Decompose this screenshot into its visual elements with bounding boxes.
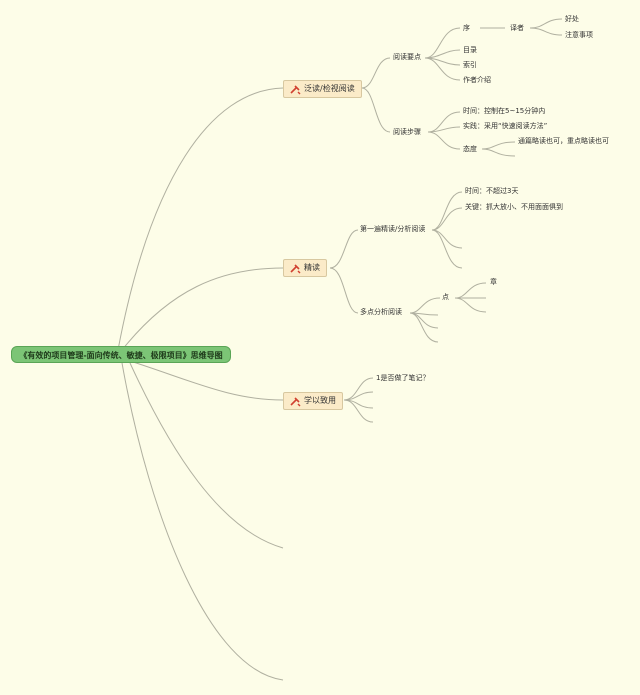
node-notes[interactable]: 注意事项 xyxy=(565,31,593,39)
node-first-key[interactable]: 关键：抓大放小、不用面面俱到 xyxy=(465,203,563,211)
node-index[interactable]: 索引 xyxy=(463,61,477,69)
node-read-points[interactable]: 阅读要点 xyxy=(393,53,421,61)
topic-apply-learning[interactable]: 学以致用 xyxy=(283,392,343,410)
topic-label: 泛读/检视阅读 xyxy=(304,84,355,93)
topic-intensive-reading[interactable]: 精读 xyxy=(283,259,327,277)
node-notes-question[interactable]: 1是否做了笔记？ xyxy=(376,374,430,382)
hammer-icon xyxy=(290,264,301,274)
node-attitude[interactable]: 态度 xyxy=(463,145,477,153)
node-attitude-detail[interactable]: 通篇略读也可，重点略读也可 xyxy=(518,137,609,145)
node-time[interactable]: 时间：控制在5~15分钟内 xyxy=(463,107,546,115)
node-preface[interactable]: 序 xyxy=(463,24,470,32)
node-toc[interactable]: 目录 xyxy=(463,46,477,54)
hammer-icon xyxy=(290,397,301,407)
node-benefits[interactable]: 好处 xyxy=(565,15,579,23)
connector-root-b4 xyxy=(129,362,284,549)
topic-label: 精读 xyxy=(304,263,320,272)
connector-root-t3 xyxy=(129,360,284,401)
node-practice[interactable]: 实践：采用“快速阅读方法” xyxy=(463,122,548,130)
node-multi-point[interactable]: 多点分析阅读 xyxy=(360,308,402,316)
connector-root-t2 xyxy=(121,267,284,351)
topic-label: 学以致用 xyxy=(304,396,336,405)
node-read-steps[interactable]: 阅读步骤 xyxy=(393,128,421,136)
node-point[interactable]: 点 xyxy=(442,293,449,301)
node-first-pass[interactable]: 第一遍精读/分析阅读 xyxy=(360,225,426,233)
root-topic[interactable]: 《有效的项目管理-面向传统、敏捷、极限项目》思维导图 xyxy=(11,346,231,363)
node-translator[interactable]: 译者 xyxy=(510,24,524,32)
node-author[interactable]: 作者介绍 xyxy=(463,76,491,84)
connector-root-t1 xyxy=(117,87,284,351)
node-chapter[interactable]: 章 xyxy=(490,278,497,286)
hammer-icon xyxy=(290,85,301,95)
connector-root-b5 xyxy=(121,362,284,681)
topic-skim-reading[interactable]: 泛读/检视阅读 xyxy=(283,80,362,98)
node-first-time[interactable]: 时间：不超过3天 xyxy=(465,187,519,195)
